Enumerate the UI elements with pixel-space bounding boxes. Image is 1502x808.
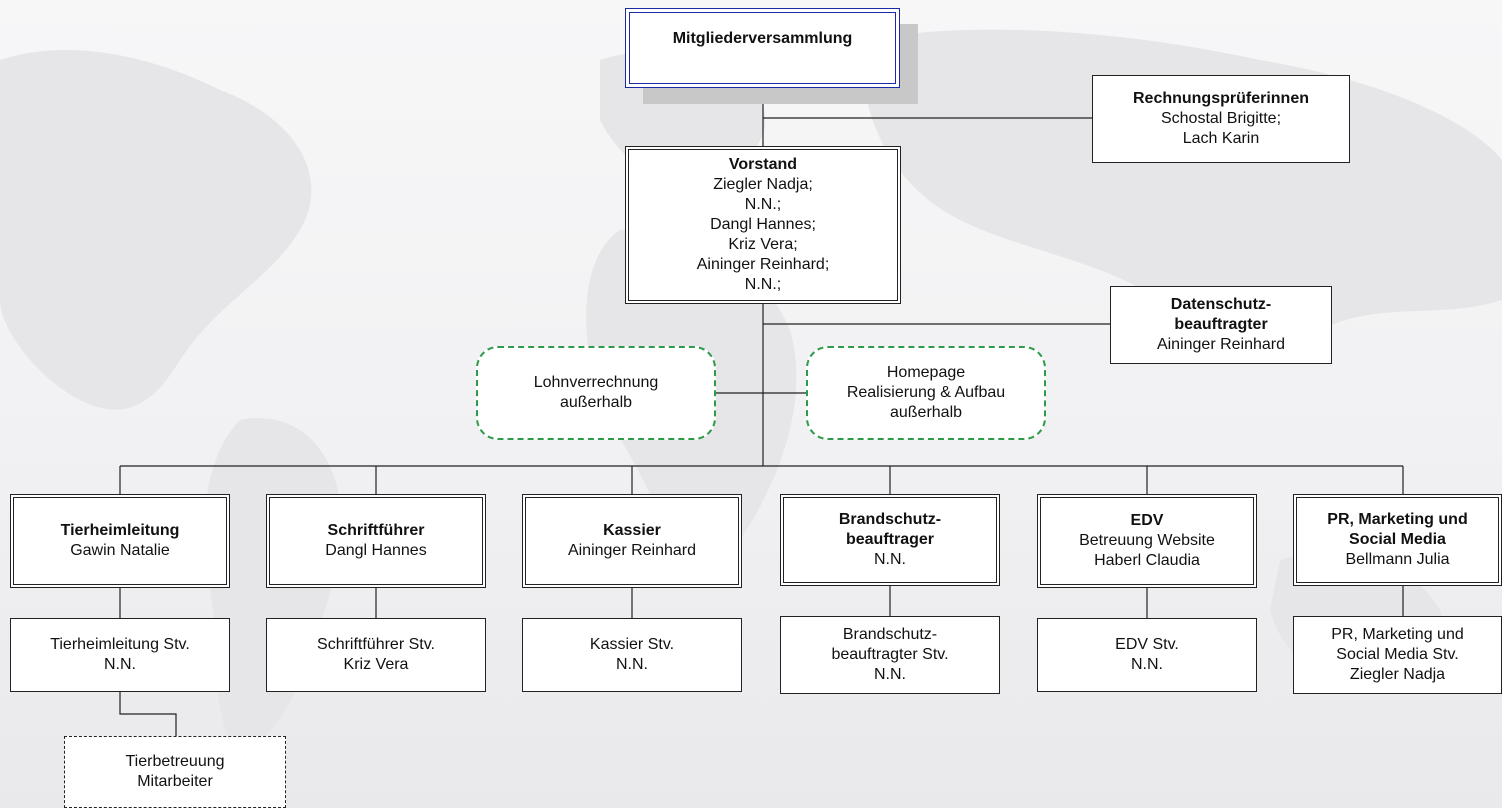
deputy-text: Kriz Vera bbox=[343, 656, 409, 673]
department-title: Brandschutz- bbox=[838, 511, 942, 528]
deputy-box-treasurer: Kassier Stv. N.N. bbox=[522, 618, 742, 692]
department-person: N.N. bbox=[874, 551, 906, 568]
department-title: PR, Marketing und bbox=[1327, 511, 1468, 528]
privacy-officer-title: beauftragter bbox=[1174, 316, 1268, 333]
deputy-text: Kassier Stv. bbox=[589, 636, 675, 653]
department-title: Tierheimleitung bbox=[60, 522, 180, 539]
deputy-text: Ziegler Nadja bbox=[1349, 666, 1446, 683]
department-person: Gawin Natalie bbox=[70, 542, 170, 559]
deputy-text: Social Media Stv. bbox=[1336, 646, 1459, 663]
deputy-text: Tierheimleitung Stv. bbox=[50, 636, 190, 653]
deputy-text: N.N. bbox=[104, 656, 136, 673]
deputy-text: EDV Stv. bbox=[1115, 636, 1179, 653]
deputy-text: N.N. bbox=[1131, 656, 1163, 673]
staff-text: Mitarbeiter bbox=[137, 773, 213, 790]
board-member: N.N.; bbox=[744, 196, 782, 213]
department-person: Bellmann Julia bbox=[1345, 551, 1450, 568]
payroll-box: Lohnverrechnung außerhalb bbox=[476, 346, 716, 440]
department-box-treasurer: Kassier Aininger Reinhard bbox=[522, 494, 742, 588]
assembly-title: Mitgliederversammlung bbox=[672, 30, 853, 47]
department-person: Aininger Reinhard bbox=[567, 542, 697, 559]
department-person: Haberl Claudia bbox=[1094, 552, 1200, 569]
deputy-text: PR, Marketing und bbox=[1331, 626, 1464, 643]
deputy-box-animal-shelter: Tierheimleitung Stv. N.N. bbox=[10, 618, 230, 692]
board-member: Kriz Vera; bbox=[728, 236, 798, 253]
board-member: N.N.; bbox=[744, 276, 782, 293]
deputy-box-secretary: Schriftführer Stv. Kriz Vera bbox=[266, 618, 486, 692]
payroll-text: außerhalb bbox=[559, 394, 633, 411]
privacy-officer-title: Datenschutz- bbox=[1170, 296, 1272, 313]
department-title: Social Media bbox=[1349, 531, 1446, 548]
department-title: Schriftführer bbox=[327, 522, 425, 539]
staff-text: Tierbetreuung bbox=[125, 753, 225, 770]
deputy-text: N.N. bbox=[874, 666, 906, 683]
department-box-fire-safety: Brandschutz- beauftrager N.N. bbox=[780, 494, 1000, 586]
homepage-text: Homepage bbox=[886, 364, 966, 381]
board-member: Aininger Reinhard; bbox=[696, 256, 830, 273]
department-title: Kassier bbox=[603, 522, 661, 539]
auditor-name: Lach Karin bbox=[1182, 130, 1260, 147]
board-box: Vorstand Ziegler Nadja; N.N.; Dangl Hann… bbox=[625, 146, 901, 304]
auditor-name: Schostal Brigitte; bbox=[1160, 110, 1282, 127]
auditors-title: Rechnungsprüferinnen bbox=[1132, 90, 1309, 107]
privacy-officer-name: Aininger Reinhard bbox=[1156, 336, 1286, 353]
assembly-box: Mitgliederversammlung bbox=[625, 8, 900, 88]
board-title: Vorstand bbox=[728, 156, 798, 173]
homepage-text: Realisierung & Aufbau bbox=[846, 384, 1006, 401]
department-box-animal-shelter: Tierheimleitung Gawin Natalie bbox=[10, 494, 230, 588]
deputy-text: Schriftführer Stv. bbox=[317, 636, 435, 653]
deputy-box-pr-marketing: PR, Marketing und Social Media Stv. Zieg… bbox=[1293, 616, 1502, 694]
homepage-box: Homepage Realisierung & Aufbau außerhalb bbox=[806, 346, 1046, 440]
department-box-secretary: Schriftführer Dangl Hannes bbox=[266, 494, 486, 588]
deputy-text: Brandschutz- bbox=[842, 626, 938, 643]
department-box-it: EDV Betreuung Website Haberl Claudia bbox=[1037, 494, 1257, 588]
department-title: beauftrager bbox=[845, 531, 935, 548]
deputy-box-it: EDV Stv. N.N. bbox=[1037, 618, 1257, 692]
department-detail: Betreuung Website bbox=[1079, 532, 1215, 549]
board-member: Ziegler Nadja; bbox=[713, 176, 813, 193]
payroll-text: Lohnverrechnung bbox=[533, 374, 659, 391]
homepage-text: außerhalb bbox=[889, 404, 963, 421]
auditors-box: Rechnungsprüferinnen Schostal Brigitte; … bbox=[1092, 75, 1350, 163]
privacy-officer-box: Datenschutz- beauftragter Aininger Reinh… bbox=[1110, 286, 1332, 364]
deputy-text: beauftragter Stv. bbox=[831, 646, 949, 663]
animal-care-staff-box: Tierbetreuung Mitarbeiter bbox=[64, 736, 286, 808]
department-person: Dangl Hannes bbox=[325, 542, 427, 559]
department-title: EDV bbox=[1130, 512, 1164, 529]
deputy-text: N.N. bbox=[616, 656, 648, 673]
department-box-pr-marketing: PR, Marketing und Social Media Bellmann … bbox=[1293, 494, 1502, 586]
board-member: Dangl Hannes; bbox=[710, 216, 816, 233]
deputy-box-fire-safety: Brandschutz- beauftragter Stv. N.N. bbox=[780, 616, 1000, 694]
